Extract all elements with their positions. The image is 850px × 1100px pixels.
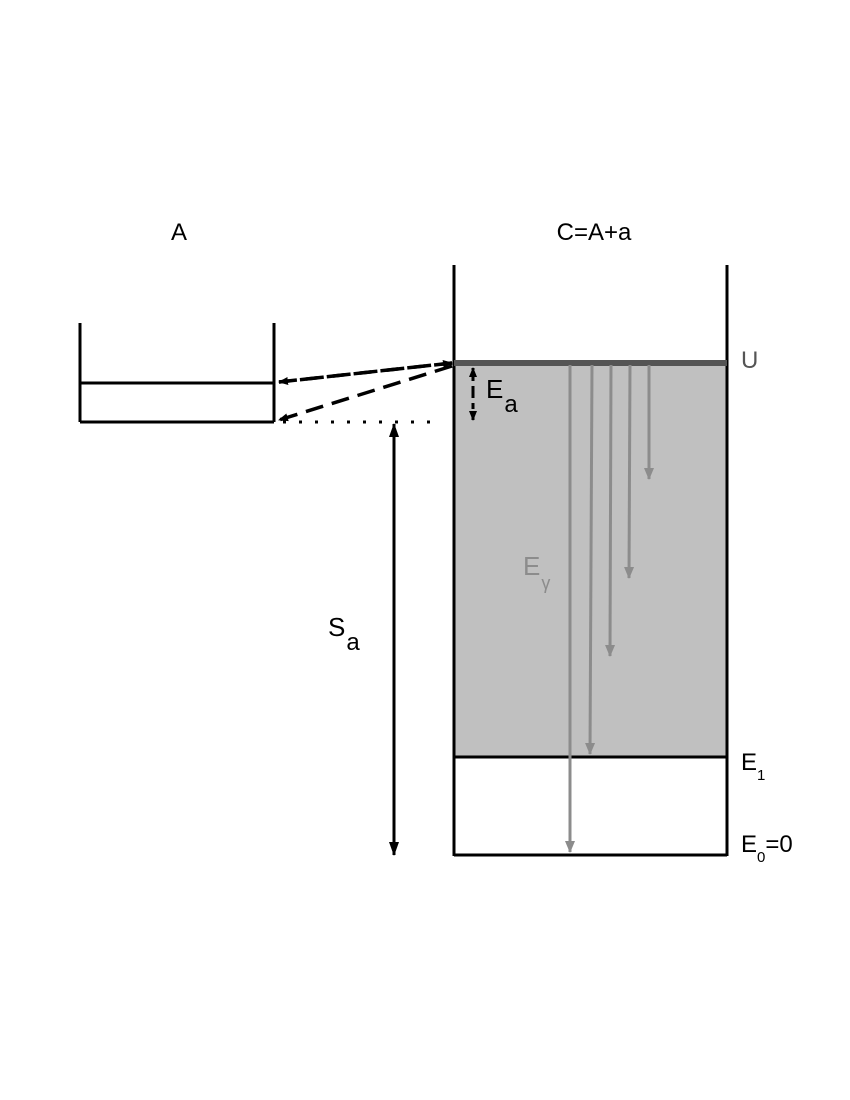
activation-label: Ea — [486, 374, 518, 418]
compound-nucleus-title: C=A+a — [557, 219, 632, 246]
gamma-transitions — [565, 364, 654, 853]
capture-arrows — [278, 360, 453, 422]
dashed-arrow-to-a-lower — [278, 364, 453, 422]
gamma-arrow-3 — [605, 364, 616, 657]
dashed-arrow-to-u — [278, 360, 453, 384]
level-e1-label: E1 — [741, 749, 765, 784]
nucleus-a-well — [78, 323, 276, 424]
level-e0-label: E0=0 — [741, 831, 793, 866]
gamma-arrow-4 — [624, 364, 635, 579]
level-u-label: U — [741, 347, 758, 374]
gamma-energy-label: Eγ — [523, 551, 550, 593]
gamma-arrow-to-e1 — [585, 364, 596, 755]
nucleus-a-title: A — [171, 219, 187, 246]
separation-label: Sa — [328, 612, 360, 656]
